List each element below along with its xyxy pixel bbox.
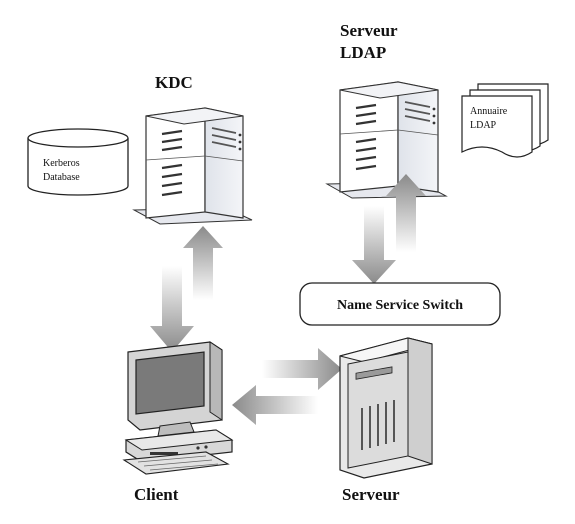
server-tower-icon xyxy=(132,107,253,225)
kerberos-db-line2: Database xyxy=(43,172,80,183)
kdc-label: KDC xyxy=(155,73,193,92)
nss-box xyxy=(299,282,501,326)
desktop-computer-icon xyxy=(122,341,234,475)
annuaire-line1: Annuaire xyxy=(470,106,508,117)
arrow-client-to-kdc xyxy=(183,226,223,300)
kerberos-db-line1: Kerberos xyxy=(43,158,80,169)
arrow-kdc-to-client xyxy=(150,266,194,352)
annuaire-line2: LDAP xyxy=(470,120,497,131)
database-cylinder-icon xyxy=(27,128,129,196)
serveur-ldap-label-line2: LDAP xyxy=(340,43,386,62)
server-case-icon xyxy=(339,337,433,479)
serveur-ldap-label-line1: Serveur xyxy=(340,21,398,40)
arrow-client-to-serveur xyxy=(262,348,342,390)
serveur-label: Serveur xyxy=(342,485,400,504)
nss-label: Name Service Switch xyxy=(337,298,463,313)
server-tower-icon xyxy=(325,81,448,199)
arrow-nss-to-ldap xyxy=(386,174,426,252)
document-stack-icon xyxy=(461,83,549,158)
arrow-ldap-to-nss xyxy=(352,206,396,284)
arrow-serveur-to-client xyxy=(232,385,318,425)
client-label: Client xyxy=(134,485,179,504)
